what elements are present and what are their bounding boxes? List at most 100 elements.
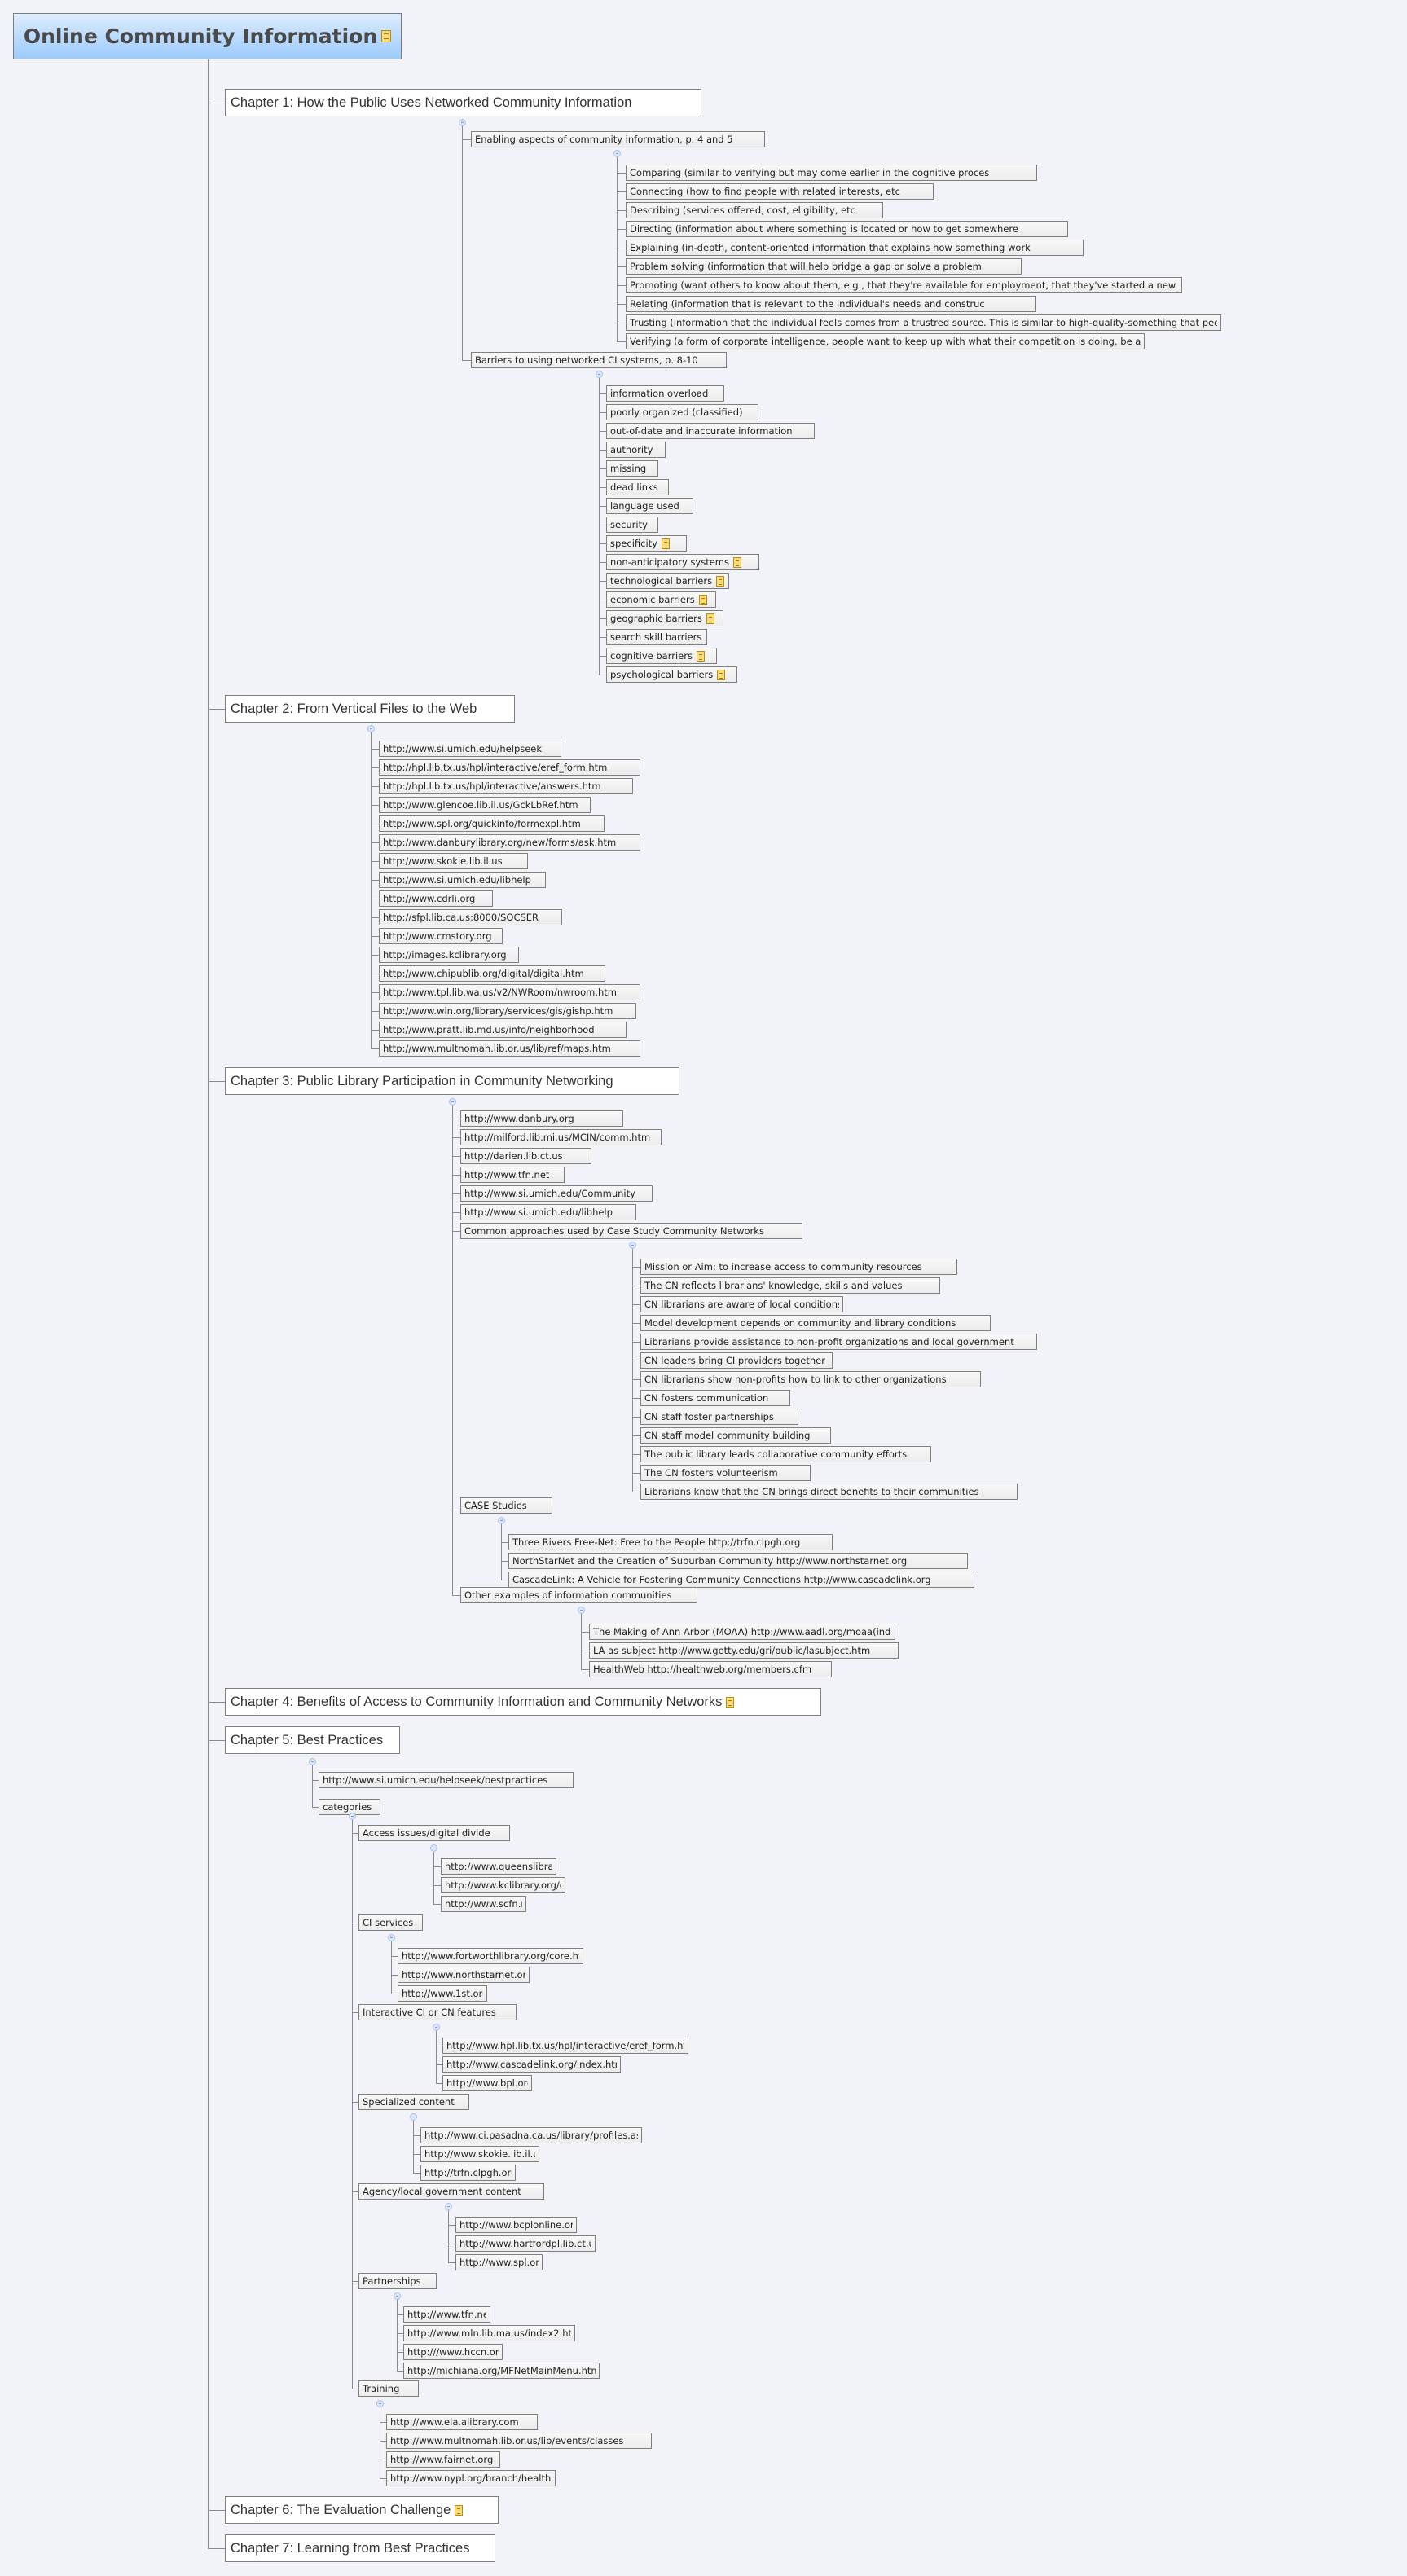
topic-node[interactable]: Mission or Aim: to increase access to co… — [640, 1259, 957, 1275]
category-node[interactable]: Interactive CI or CN features — [358, 2004, 517, 2020]
chapter-topic[interactable]: Chapter 2: From Vertical Files to the We… — [225, 695, 515, 723]
topic-node[interactable]: geographic barriers — [606, 610, 723, 626]
topic-node[interactable]: poorly organized (classified) — [606, 404, 758, 420]
topic-node[interactable]: http://www.ci.pasadna.ca.us/library/prof… — [420, 2127, 642, 2143]
topic-node[interactable]: authority — [606, 442, 666, 458]
topic-node[interactable]: The CN reflects librarians' knowledge, s… — [640, 1277, 940, 1294]
topic-node[interactable]: http://www.ela.alibrary.com — [386, 2414, 538, 2430]
topic-node[interactable]: psychological barriers — [606, 666, 737, 683]
topic-node[interactable]: http://www.multnomah.lib.or.us/lib/ref/m… — [379, 1040, 640, 1057]
topic-node[interactable]: http://www.win.org/library/services/gis/… — [379, 1003, 636, 1019]
chapter-topic[interactable]: Chapter 6: The Evaluation Challenge — [225, 2496, 499, 2524]
topic-node[interactable]: LA as subject http://www.getty.edu/gri/p… — [589, 1642, 899, 1659]
collapse-toggle-icon[interactable] — [388, 1934, 395, 1941]
category-node[interactable]: Access issues/digital divide — [358, 1825, 510, 1841]
topic-node[interactable]: Librarians know that the CN brings direc… — [640, 1484, 1018, 1500]
note-icon[interactable] — [661, 538, 670, 549]
topic-node[interactable]: economic barriers — [606, 591, 716, 608]
topic-node[interactable]: http://www.glencoe.lib.il.us/GckLbRef.ht… — [379, 797, 591, 813]
note-icon[interactable] — [698, 594, 707, 605]
topic-node[interactable]: CascadeLink: A Vehicle for Fostering Com… — [508, 1572, 974, 1588]
collapse-toggle-icon[interactable] — [613, 150, 621, 157]
collapse-toggle-icon[interactable] — [367, 725, 375, 732]
topic-node[interactable]: non-anticipatory systems — [606, 554, 759, 570]
subtopic-node[interactable]: Enabling aspects of community informatio… — [471, 131, 765, 147]
topic-node[interactable]: The CN fosters volunteerism — [640, 1465, 811, 1481]
category-node[interactable]: Partnerships — [358, 2273, 437, 2289]
note-icon[interactable] — [716, 575, 725, 587]
subtopic-node[interactable]: http://www.danbury.org — [460, 1110, 623, 1127]
topic-node[interactable]: Relating (information that is relevant t… — [626, 296, 1036, 312]
chapter-topic[interactable]: Chapter 7: Learning from Best Practices — [225, 2534, 495, 2562]
topic-node[interactable]: search skill barriers — [606, 629, 707, 645]
topic-node[interactable]: Explaining (in-depth, content-oriented i… — [626, 240, 1084, 256]
note-icon[interactable] — [455, 2504, 464, 2516]
topic-node[interactable]: http://www.tpl.lib.wa.us/v2/NWRoom/nwroo… — [379, 984, 640, 1000]
collapse-toggle-icon[interactable] — [445, 2203, 452, 2210]
topic-node[interactable]: security — [606, 517, 658, 533]
topic-node[interactable]: http://www.kclibrary.org/cultural — [441, 1877, 565, 1893]
subtopic-node[interactable]: CASE Studies — [460, 1497, 552, 1514]
root-topic[interactable]: Online Community Information — [13, 13, 402, 59]
collapse-toggle-icon[interactable] — [376, 2400, 384, 2407]
subtopic-node[interactable]: http://milford.lib.mi.us/MCIN/comm.htm — [460, 1129, 662, 1145]
collapse-toggle-icon[interactable] — [430, 1844, 437, 1852]
topic-node[interactable]: technological barriers — [606, 573, 729, 589]
topic-node[interactable]: http://www.spl.org — [455, 2254, 543, 2270]
topic-node[interactable]: Comparing (similar to verifying but may … — [626, 165, 1037, 181]
subtopic-node[interactable]: http://darien.lib.ct.us — [460, 1148, 591, 1164]
topic-node[interactable]: http://www.danburylibrary.org/new/forms/… — [379, 834, 640, 851]
topic-node[interactable]: out-of-date and inaccurate information — [606, 423, 815, 439]
topic-node[interactable]: http://www.tfn.net — [403, 2306, 490, 2323]
chapter-topic[interactable]: Chapter 5: Best Practices — [225, 1726, 400, 1754]
topic-node[interactable]: http://www.cdrli.org — [379, 890, 493, 907]
topic-node[interactable]: CN leaders bring CI providers together — [640, 1352, 833, 1369]
collapse-toggle-icon[interactable] — [449, 1098, 456, 1106]
topic-node[interactable]: The Making of Ann Arbor (MOAA) http://ww… — [589, 1624, 895, 1640]
topic-node[interactable]: CN librarians are aware of local conditi… — [640, 1296, 843, 1312]
topic-node[interactable]: Promoting (want others to know about the… — [626, 277, 1182, 293]
topic-node[interactable]: Directing (information about where somet… — [626, 221, 1068, 237]
collapse-toggle-icon[interactable] — [578, 1607, 585, 1614]
topic-node[interactable]: specificity — [606, 535, 687, 552]
category-node[interactable]: Agency/local government content — [358, 2183, 544, 2200]
subtopic-node[interactable]: http://www.tfn.net — [460, 1167, 565, 1183]
subtopic-node[interactable]: Other examples of information communitie… — [460, 1587, 697, 1603]
topic-node[interactable]: Three Rivers Free-Net: Free to the Peopl… — [508, 1534, 833, 1550]
collapse-toggle-icon[interactable] — [309, 1758, 316, 1765]
note-icon[interactable] — [706, 613, 714, 624]
topic-node[interactable]: http://www.cascadelink.org/index.htm — [442, 2056, 621, 2073]
topic-node[interactable]: http://www.skokie.lib.il.us — [420, 2146, 539, 2162]
topic-node[interactable]: http://www.pratt.lib.md.us/info/neighbor… — [379, 1022, 627, 1038]
topic-node[interactable]: http://www.fairnet.org — [386, 2451, 500, 2468]
collapse-toggle-icon[interactable] — [629, 1242, 636, 1249]
topic-node[interactable]: The public library leads collaborative c… — [640, 1446, 931, 1462]
collapse-toggle-icon[interactable] — [349, 1813, 356, 1820]
topic-node[interactable]: Trusting (information that the individua… — [626, 314, 1221, 331]
topic-node[interactable]: http://www.northstarnet.org — [398, 1967, 530, 1983]
category-node[interactable]: Specialized content — [358, 2094, 469, 2110]
topic-node[interactable]: NorthStarNet and the Creation of Suburba… — [508, 1553, 968, 1569]
topic-node[interactable]: Librarians provide assistance to non-pro… — [640, 1334, 1037, 1350]
subtopic-node[interactable]: Common approaches used by Case Study Com… — [460, 1223, 802, 1239]
subtopic-node[interactable]: categories — [319, 1799, 380, 1815]
note-icon[interactable] — [381, 30, 392, 42]
topic-node[interactable]: http://www.chipublib.org/digital/digital… — [379, 965, 605, 982]
topic-node[interactable]: http:///www.hccn.org — [403, 2344, 503, 2360]
topic-node[interactable]: Connecting (how to find people with rela… — [626, 183, 934, 200]
collapse-toggle-icon[interactable] — [394, 2292, 401, 2300]
collapse-toggle-icon[interactable] — [596, 371, 603, 378]
topic-node[interactable]: CN staff model community building — [640, 1427, 831, 1444]
topic-node[interactable]: http://images.kclibrary.org — [379, 947, 519, 963]
topic-node[interactable]: http://hpl.lib.tx.us/hpl/interactive/ere… — [379, 759, 640, 776]
topic-node[interactable]: missing — [606, 460, 658, 477]
topic-node[interactable]: Verifying (a form of corporate intellige… — [626, 333, 1145, 349]
topic-node[interactable]: http://michiana.org/MFNetMainMenu.html — [403, 2363, 600, 2379]
topic-node[interactable]: http://www.hpl.lib.tx.us/hpl/interactive… — [442, 2038, 688, 2054]
topic-node[interactable]: CN fosters communication — [640, 1390, 790, 1406]
topic-node[interactable]: http://www.mln.lib.ma.us/index2.htm — [403, 2325, 575, 2341]
topic-node[interactable]: http://www.hartfordpl.lib.ct.us — [455, 2235, 596, 2252]
topic-node[interactable]: http://www.bpl.org — [442, 2075, 532, 2091]
note-icon[interactable] — [726, 1696, 735, 1708]
collapse-toggle-icon[interactable] — [459, 119, 466, 126]
